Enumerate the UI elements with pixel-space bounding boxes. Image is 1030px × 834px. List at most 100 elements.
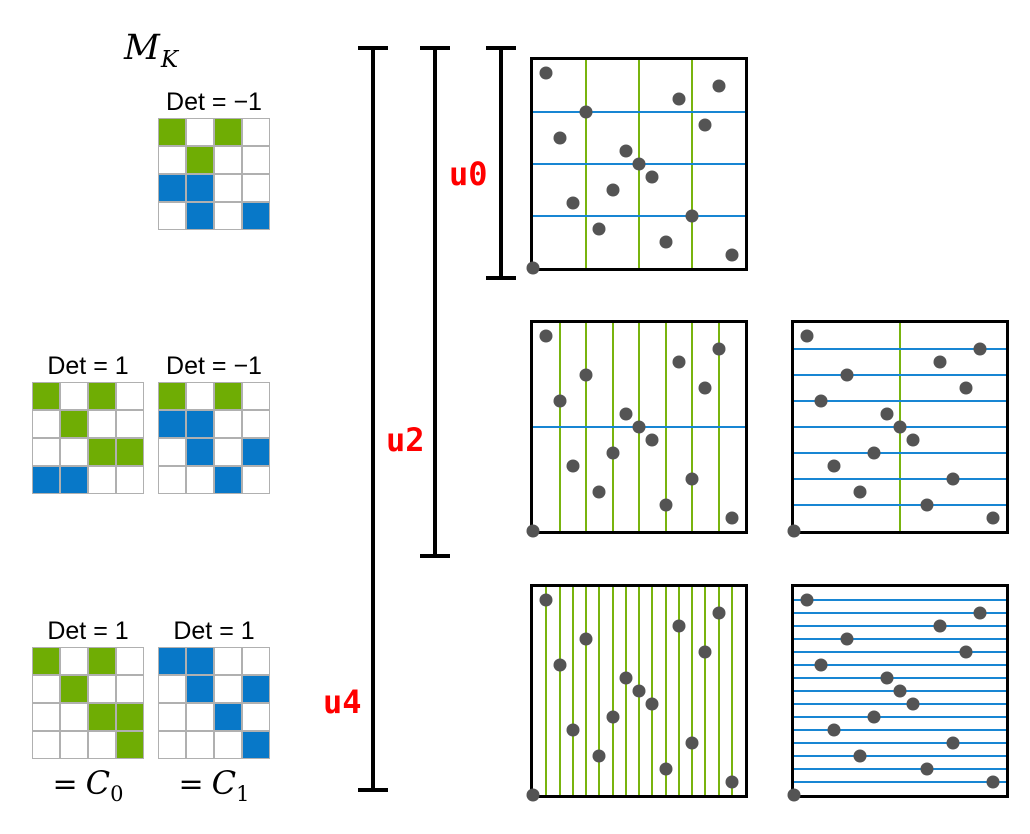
net-point — [685, 472, 699, 486]
net-point — [645, 433, 659, 447]
matrix-cell — [88, 466, 116, 494]
u4-label: u4 — [323, 683, 362, 721]
blue-horizontal-line — [794, 638, 1006, 640]
matrix-cell — [60, 466, 88, 494]
net-point — [712, 79, 725, 93]
net-point — [672, 92, 686, 106]
matrix-cell — [214, 647, 242, 675]
net-point — [632, 684, 646, 698]
det-label: Det = −1 — [166, 352, 262, 380]
matrix-cell — [158, 202, 186, 230]
green-vertical-line — [730, 587, 733, 795]
u2-label: u2 — [386, 421, 425, 459]
blue-horizontal-line — [794, 742, 1006, 744]
caption-c0-base: C — [85, 764, 111, 802]
bracket-u4 — [358, 46, 388, 792]
net-point — [712, 342, 725, 356]
blue-horizontal-line — [794, 374, 1006, 376]
matrix-cell — [32, 675, 60, 703]
net-point — [880, 671, 894, 685]
mk-title: MK — [124, 28, 178, 73]
det-label: Det = 1 — [47, 617, 129, 645]
matrix-grid-c0 — [32, 647, 144, 759]
net-point — [853, 749, 867, 763]
net-point — [619, 144, 633, 158]
matrix-cell — [88, 382, 116, 410]
blue-horizontal-line — [794, 625, 1006, 627]
matrix-grid-mid-right — [158, 382, 270, 494]
matrix-cell — [158, 703, 186, 731]
net-point — [592, 485, 606, 499]
blue-horizontal-line — [794, 400, 1006, 402]
net-point — [906, 433, 920, 447]
matrix-cell — [186, 174, 214, 202]
matrix-cell — [186, 731, 214, 759]
matrix-cell — [32, 438, 60, 466]
net-point — [566, 459, 580, 473]
net-point — [725, 775, 739, 789]
net-point — [619, 407, 633, 421]
matrix-cell — [32, 382, 60, 410]
net-point — [606, 710, 619, 724]
green-vertical-line — [664, 587, 667, 795]
blue-horizontal-line — [794, 755, 1006, 757]
net-point — [880, 407, 894, 421]
green-vertical-line — [624, 587, 627, 795]
net-point — [672, 355, 686, 369]
net-point — [685, 736, 699, 750]
net-point — [725, 248, 739, 262]
matrix-cell — [242, 466, 270, 494]
matrix-cell — [214, 174, 242, 202]
net-point — [632, 157, 646, 171]
net-point — [840, 368, 854, 382]
net-point — [606, 183, 619, 197]
caption-c1-base: C — [211, 764, 237, 802]
net-point — [946, 736, 960, 750]
matrix-cell — [116, 466, 144, 494]
net-point — [645, 697, 659, 711]
matrix-block-mid-right: Det = −1 — [158, 352, 270, 494]
net-point — [566, 196, 580, 210]
net-point — [659, 762, 672, 776]
matrix-cell — [158, 731, 186, 759]
net-point — [698, 118, 712, 132]
matrix-cell — [158, 675, 186, 703]
matrix-cell — [186, 703, 214, 731]
blue-horizontal-line — [794, 599, 1006, 601]
net-point — [553, 394, 566, 408]
net-point — [840, 632, 854, 646]
net-point — [672, 619, 686, 633]
net-point — [579, 368, 593, 382]
det-label: Det = 1 — [173, 617, 255, 645]
net-point — [800, 329, 814, 343]
matrix-grid-mk — [158, 118, 270, 230]
net-point — [645, 170, 659, 184]
net-point — [698, 381, 712, 395]
matrix-cell — [158, 146, 186, 174]
matrix-cell — [242, 146, 270, 174]
matrix-cell — [32, 731, 60, 759]
mk-title-subscript: K — [160, 47, 179, 73]
matrix-cell — [88, 438, 116, 466]
net-point — [853, 485, 867, 499]
matrix-cell — [242, 731, 270, 759]
matrix-cell — [214, 410, 242, 438]
net-point — [725, 511, 739, 525]
matrix-cell — [242, 647, 270, 675]
matrix-cell — [158, 118, 186, 146]
net-point — [959, 381, 973, 395]
matrix-cell — [32, 647, 60, 675]
matrix-cell — [242, 438, 270, 466]
net-plot-u2-right — [787, 320, 1009, 538]
matrix-cell — [32, 703, 60, 731]
matrix-cell — [214, 731, 242, 759]
matrix-cell — [88, 410, 116, 438]
matrix-cell — [158, 647, 186, 675]
matrix-cell — [214, 382, 242, 410]
net-plot-u2-left — [526, 320, 748, 538]
bracket-u2 — [420, 46, 450, 558]
matrix-cell — [116, 647, 144, 675]
blue-horizontal-line — [794, 768, 1006, 770]
blue-horizontal-line — [794, 716, 1006, 718]
net-point — [787, 524, 801, 538]
